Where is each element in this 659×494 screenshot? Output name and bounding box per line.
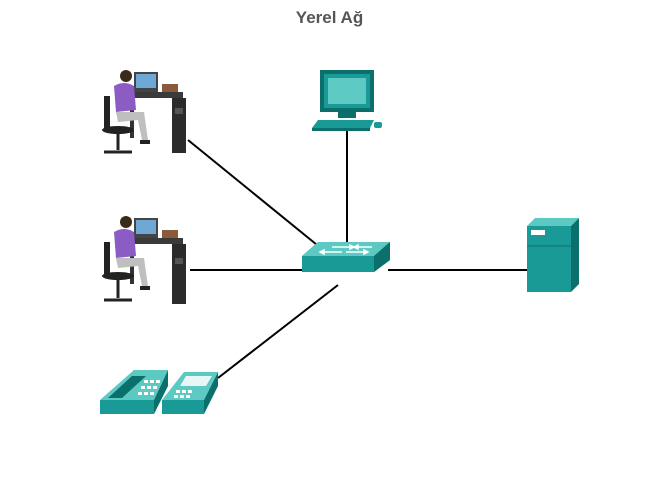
user-workstation-icon[interactable] (102, 216, 186, 304)
links (187, 130, 528, 379)
link-phone-switch (217, 284, 339, 379)
network-switch-icon[interactable] (302, 242, 390, 272)
ip-phone-icon[interactable] (100, 370, 218, 414)
server-icon[interactable] (527, 218, 579, 292)
link-workstation-1-switch (187, 139, 323, 250)
user-workstation-icon[interactable] (102, 70, 186, 154)
desktop-pc-icon[interactable] (312, 70, 382, 131)
diagram-title: Yerel Ağ (295, 8, 364, 27)
